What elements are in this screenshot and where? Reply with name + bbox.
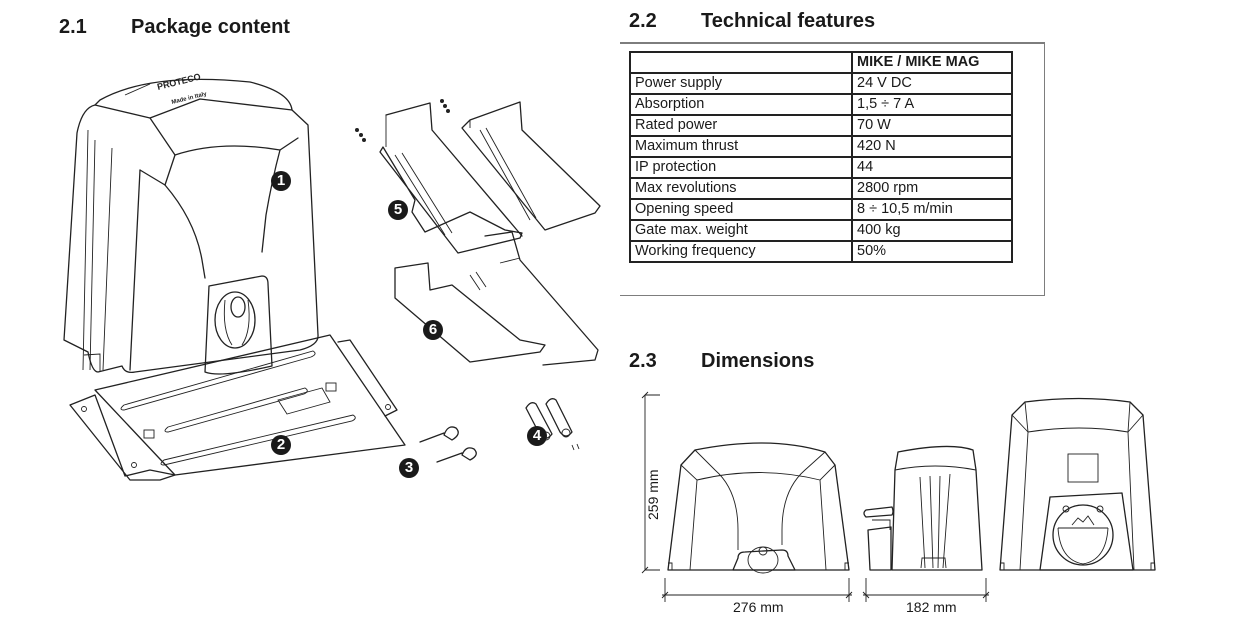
section-number: 2.1 (59, 16, 87, 38)
item-badge-5: 5 (388, 200, 408, 220)
section-heading-package-content: 2.1 Package content (59, 16, 290, 39)
feature-cell: Working frequency (629, 240, 853, 263)
value-cell: 400 kg (851, 219, 1013, 242)
keys-illustration (419, 426, 477, 463)
front-view (667, 442, 850, 574)
feature-cell: IP protection (629, 156, 853, 179)
value-cell: 50% (851, 240, 1013, 263)
item-badge-2: 2 (271, 435, 291, 455)
section-number: 2.3 (629, 350, 657, 372)
feature-cell: Rated power (629, 114, 853, 137)
value-cell: 44 (851, 156, 1013, 179)
motor-body: PROTECO Made in Italy (63, 71, 319, 375)
section-title: Package content (131, 16, 290, 38)
technical-features-frame (620, 42, 1045, 296)
feature-cell: Opening speed (629, 198, 853, 221)
item-badge-1: 1 (271, 171, 291, 191)
rear-view (999, 397, 1156, 571)
width-dimension-label: 276 mm (733, 599, 784, 615)
value-cell: 70 W (851, 114, 1013, 137)
table-header-cell: MIKE / MIKE MAG (851, 51, 1013, 74)
item-badge-4: 4 (527, 426, 547, 446)
section-heading-dimensions: 2.3 Dimensions (629, 350, 814, 373)
item-badge-3: 3 (399, 458, 419, 478)
depth-dimension-line (862, 578, 990, 602)
feature-cell: Absorption (629, 93, 853, 116)
base-plate-illustration (69, 334, 406, 481)
motor-brand-text: PROTECO (156, 71, 202, 91)
dimensions-drawing (641, 391, 1156, 602)
table-header-cell (629, 51, 853, 74)
rack-brackets-illustration (355, 99, 601, 254)
value-cell: 24 V DC (851, 72, 1013, 95)
value-cell: 8 ÷ 10,5 m/min (851, 198, 1013, 221)
height-dimension-line (641, 391, 660, 574)
section-title: Dimensions (701, 350, 815, 372)
feature-cell: Max revolutions (629, 177, 853, 200)
section-heading-technical-features: 2.2 Technical features (629, 10, 875, 33)
side-view (863, 445, 983, 571)
feature-cell: Power supply (629, 72, 853, 95)
value-cell: 420 N (851, 135, 1013, 158)
motor-unit-illustration: PROTECO Made in Italy (63, 71, 601, 481)
width-dimension-line (661, 578, 853, 602)
motor-subtitle-text: Made in Italy (171, 91, 208, 106)
depth-dimension-label: 182 mm (906, 599, 957, 615)
feature-cell: Maximum thrust (629, 135, 853, 158)
feature-cell: Gate max. weight (629, 219, 853, 242)
item-badge-6: 6 (423, 320, 443, 340)
section-title: Technical features (701, 10, 876, 32)
value-cell: 1,5 ÷ 7 A (851, 93, 1013, 116)
table-header-row: MIKE / MIKE MAG (629, 51, 1013, 74)
value-cell: 2800 rpm (851, 177, 1013, 200)
height-dimension-label: 259 mm (645, 469, 661, 520)
limit-switch-brackets-illustration (394, 231, 599, 366)
section-number: 2.2 (629, 10, 657, 32)
